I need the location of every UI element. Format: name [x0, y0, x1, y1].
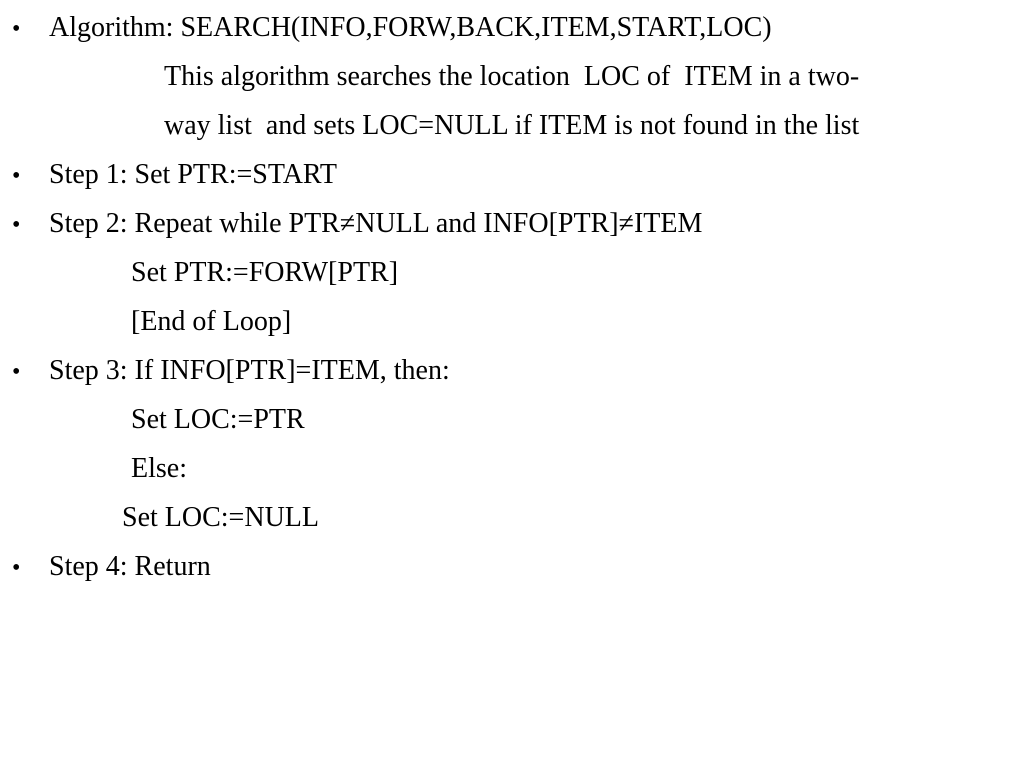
- step3-sub-else: Else:: [131, 453, 187, 484]
- bullet-step4: •: [12, 555, 21, 581]
- step2-text: Step 2: Repeat while PTR≠NULL and INFO[P…: [49, 208, 703, 239]
- algorithm-description-line1: This algorithm searches the location LOC…: [164, 61, 860, 92]
- bullet-step3: •: [12, 359, 21, 385]
- bullet-algorithm: •: [12, 16, 21, 42]
- step2-sub-set-ptr: Set PTR:=FORW[PTR]: [131, 257, 399, 288]
- bullet-step2: •: [12, 212, 21, 238]
- step3-text: Step 3: If INFO[PTR]=ITEM, then:: [49, 355, 450, 386]
- algorithm-heading: Algorithm: SEARCH(INFO,FORW,BACK,ITEM,ST…: [49, 12, 772, 43]
- bullet-step1: •: [12, 163, 21, 189]
- step3-sub-set-loc-ptr: Set LOC:=PTR: [131, 404, 305, 435]
- step1-text: Step 1: Set PTR:=START: [49, 159, 338, 190]
- step4-text: Step 4: Return: [49, 551, 211, 582]
- step2-sub-end-loop: [End of Loop]: [131, 306, 292, 337]
- step3-sub-set-loc-null: Set LOC:=NULL: [122, 502, 319, 533]
- algorithm-description-line2: way list and sets LOC=NULL if ITEM is no…: [164, 110, 860, 141]
